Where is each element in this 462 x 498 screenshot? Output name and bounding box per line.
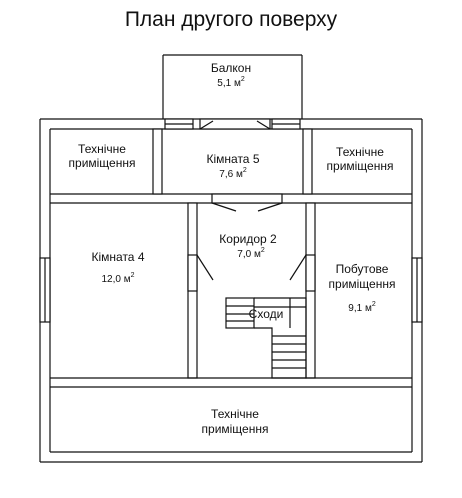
tech-top-right-line1: Технічне — [336, 145, 384, 159]
tech-bottom-line1: Технічне — [211, 407, 259, 421]
room-labels: Балкон 5,1 м2 Технічне приміщення Кімнат… — [69, 61, 396, 436]
tech-top-left-line2: приміщення — [69, 156, 136, 170]
stairs-label: Сходи — [249, 307, 284, 321]
plan-title: План другого поверху — [124, 8, 338, 31]
stairs-drawing — [225, 297, 307, 379]
tech-top-left-line1: Технічне — [78, 142, 126, 156]
balcony-outline — [162, 54, 303, 119]
utility-line2: приміщення — [329, 277, 396, 291]
corridor2-name: Коридор 2 — [219, 232, 277, 246]
utility-line1: Побутове — [336, 262, 389, 276]
room4-area: 12,0 м2 — [101, 272, 134, 285]
balcony-name: Балкон — [211, 61, 251, 75]
corridor2-area: 7,0 м2 — [237, 247, 265, 260]
windows — [39, 118, 423, 323]
tech-top-right-line2: приміщення — [327, 159, 394, 173]
balcony-area: 5,1 м2 — [217, 76, 245, 89]
room5-name: Кімната 5 — [207, 152, 260, 166]
doors — [187, 118, 316, 292]
room4-name: Кімната 4 — [92, 250, 145, 264]
tech-bottom-line2: приміщення — [202, 422, 269, 436]
room5-area: 7,6 м2 — [219, 167, 247, 180]
utility-area: 9,1 м2 — [348, 301, 376, 314]
